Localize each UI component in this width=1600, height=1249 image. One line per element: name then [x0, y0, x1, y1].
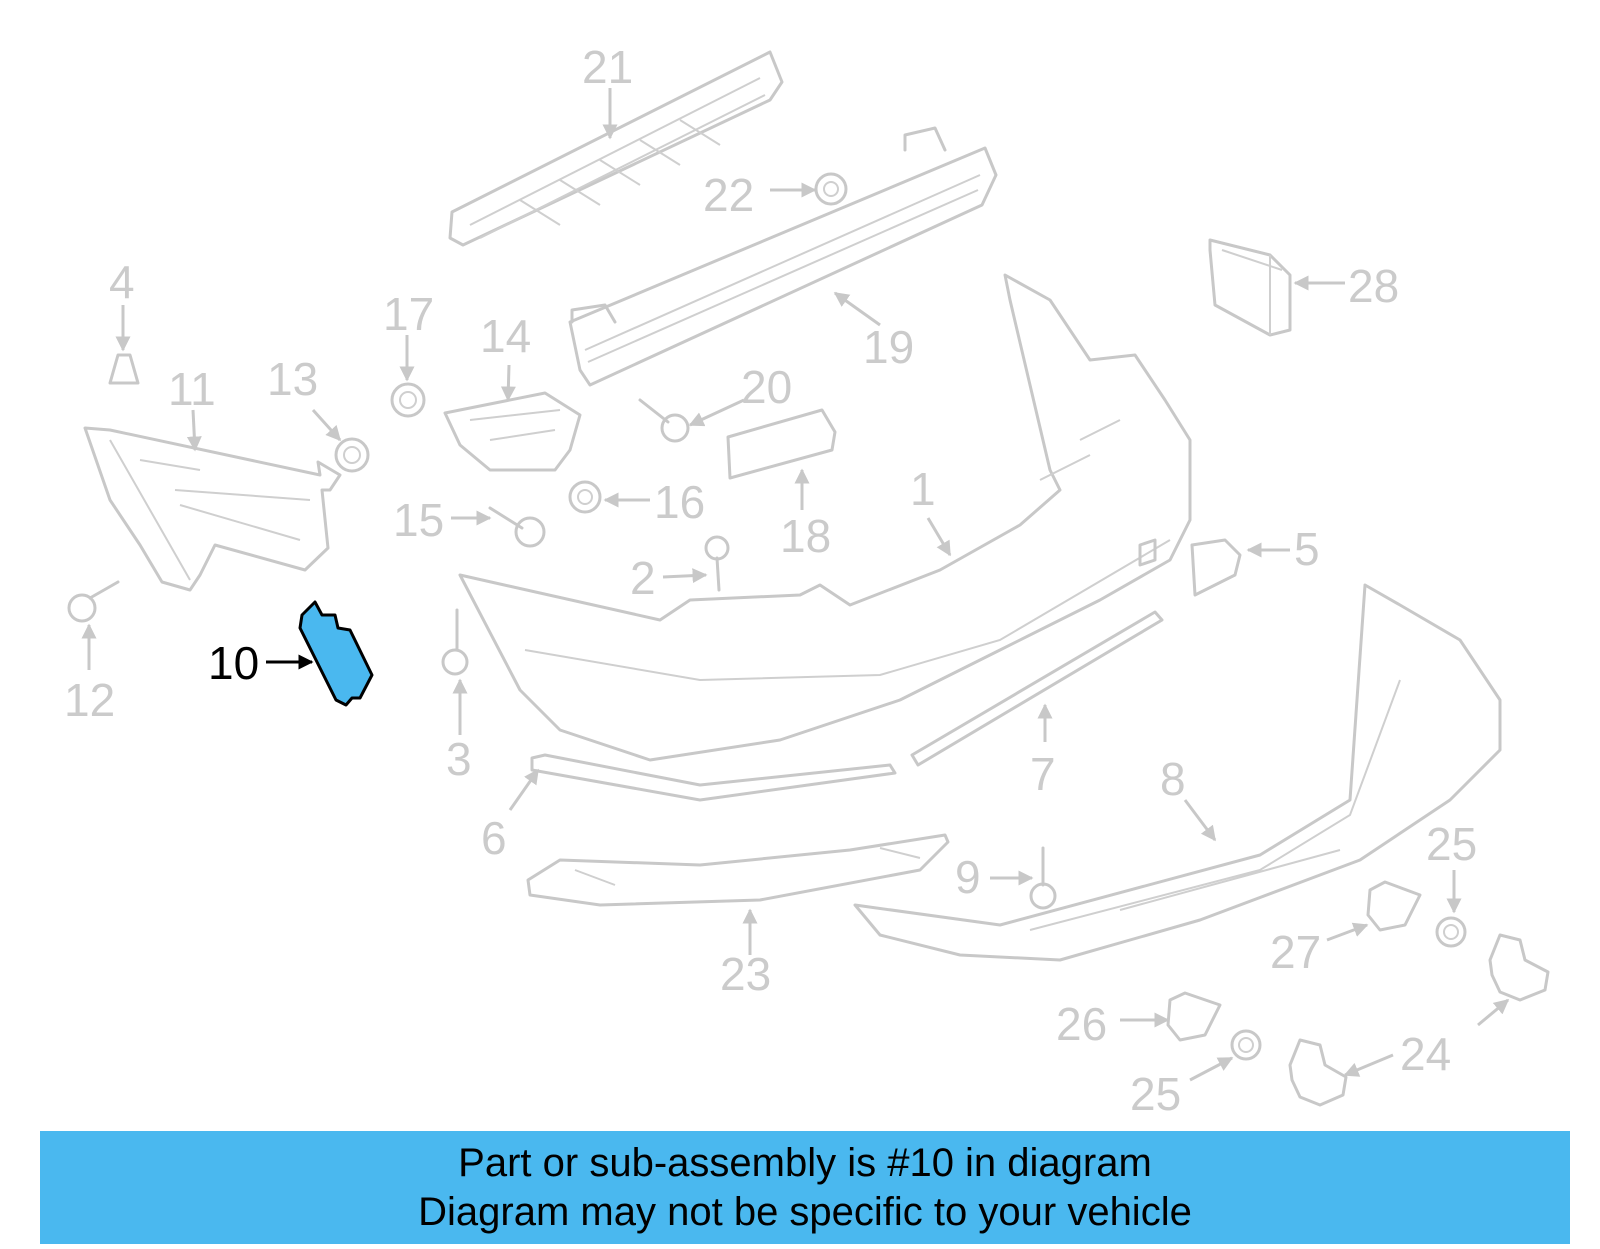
callout-1: 1	[910, 463, 936, 515]
part-15-screw	[488, 506, 546, 548]
part-20-bolt	[638, 398, 690, 443]
callout-16: 16	[654, 476, 705, 528]
callout-8: 8	[1160, 753, 1186, 805]
callout-22: 22	[703, 169, 754, 221]
part-24-sensor-upper	[1488, 933, 1550, 1002]
callout-5: 5	[1294, 523, 1320, 575]
banner-line-2: Diagram may not be specific to your vehi…	[418, 1189, 1192, 1234]
callout-15: 15	[393, 494, 444, 546]
part-26-sensor-bracket	[1166, 991, 1222, 1042]
part-4-fastener	[108, 353, 140, 385]
part-17-clip	[390, 382, 426, 418]
callout-25-lower: 25	[1130, 1068, 1181, 1120]
callout-4: 4	[109, 256, 135, 308]
part-23-grille	[526, 833, 950, 907]
part-2-bolt	[704, 535, 730, 592]
callout-9: 9	[955, 851, 981, 903]
part-21-absorber	[448, 50, 784, 247]
part-6-strip	[530, 753, 897, 802]
callout-28: 28	[1348, 260, 1399, 312]
callout-24: 24	[1400, 1028, 1451, 1080]
part-13-clip	[334, 437, 370, 473]
callout-2: 2	[630, 552, 656, 604]
part-1-bumper-cover	[458, 273, 1192, 762]
callout-12: 12	[64, 674, 115, 726]
part-12-screw	[67, 580, 120, 623]
callout-10: 10	[208, 637, 259, 689]
part-16-nut	[568, 480, 602, 514]
banner-line-1: Part or sub-assembly is #10 in diagram	[458, 1140, 1152, 1185]
leader-arrows	[81, 88, 1510, 1082]
part-19-reinforcement	[568, 126, 998, 387]
callout-26: 26	[1056, 998, 1107, 1050]
part-7-strip	[910, 610, 1164, 767]
part-18-reflector	[726, 408, 837, 480]
part-27-sensor-bracket	[1366, 880, 1422, 932]
part-25-grommet-lower	[1230, 1029, 1262, 1061]
part-14-bracket	[443, 391, 582, 472]
part-8-valance	[853, 583, 1502, 962]
callout-17: 17	[383, 288, 434, 340]
callout-18: 18	[780, 510, 831, 562]
callout-19: 19	[863, 321, 914, 373]
info-banner: Part or sub-assembly is #10 in diagram D…	[40, 1131, 1570, 1244]
part-22-nut	[814, 172, 848, 206]
callout-3: 3	[446, 733, 472, 785]
callout-27: 27	[1270, 926, 1321, 978]
part-11-bracket	[83, 426, 342, 592]
callout-23: 23	[720, 948, 771, 1000]
callout-7: 7	[1030, 748, 1056, 800]
part-25-grommet-upper	[1435, 916, 1467, 948]
callout-labels: 21 22 28 19 20 4 17 14 11 13 1 15 16 18 …	[64, 41, 1477, 1120]
callout-20: 20	[741, 361, 792, 413]
callout-11: 11	[168, 363, 216, 415]
callout-14: 14	[480, 310, 531, 362]
part-28-module	[1208, 238, 1292, 337]
part-3-bolt	[441, 608, 469, 676]
callout-25-upper: 25	[1426, 818, 1477, 870]
callout-6: 6	[481, 812, 507, 864]
callout-13: 13	[267, 353, 318, 405]
callout-21: 21	[582, 41, 633, 93]
part-5-bracket	[1190, 538, 1242, 597]
part-10-highlighted-bracket	[298, 600, 374, 707]
part-9-bolt	[1029, 846, 1057, 910]
part-24-sensor-lower	[1288, 1038, 1348, 1107]
